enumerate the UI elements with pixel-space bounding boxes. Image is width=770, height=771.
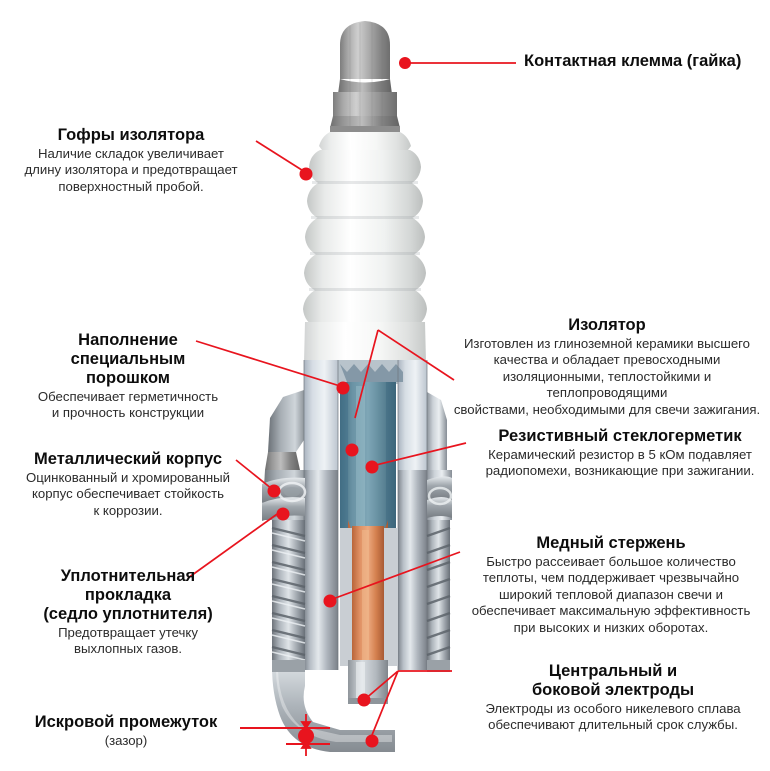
callout-ribs-body: Наличие складок увеличивает длину изолят… bbox=[24, 146, 238, 194]
callout-electrodes-title: Центральный и боковой электроды bbox=[531, 662, 695, 699]
callout-spark-gap: Искровой промежуток (зазор) bbox=[2, 713, 250, 749]
callout-metal-shell-body: Оцинкованный и хромированный корпус обес… bbox=[26, 470, 230, 518]
callout-copper-core-title: Медный стержень bbox=[536, 534, 686, 552]
insulator-ribs bbox=[303, 132, 427, 362]
callout-resistor-seal: Резистивный стеклогерметик Керамический … bbox=[470, 427, 770, 480]
callout-metal-shell-title: Металлический корпус bbox=[33, 450, 223, 468]
callout-electrodes-body: Электроды из особого никелевого сплава о… bbox=[485, 701, 741, 733]
callout-gasket-title: Уплотнительная прокладка (седло уплотнит… bbox=[43, 567, 213, 623]
callout-powder-title: Наполнение специальным порошком bbox=[70, 331, 186, 387]
callout-insulator-body: Изготовлен из глиноземной керамики высше… bbox=[453, 336, 761, 417]
callout-resistor-seal-body: Керамический резистор в 5 кОм подавляет … bbox=[485, 447, 755, 479]
callout-powder-body: Обеспечивает герметичность и прочность к… bbox=[37, 389, 219, 421]
copper-core bbox=[340, 520, 398, 666]
callout-copper-core-body: Быстро рассеивает большое количество теп… bbox=[471, 554, 751, 635]
callout-insulator-title: Изолятор bbox=[568, 316, 646, 334]
terminal-nut bbox=[330, 21, 400, 132]
callout-spark-gap-title: Искровой промежуток bbox=[34, 713, 218, 731]
callout-spark-gap-body: (зазор) bbox=[104, 733, 148, 748]
callout-metal-shell: Металлический корпус Оцинкованный и хром… bbox=[2, 450, 254, 519]
callout-ribs-title: Гофры изолятора bbox=[57, 126, 205, 144]
callout-gasket: Уплотнительная прокладка (седло уплотнит… bbox=[2, 567, 254, 658]
callout-resistor-seal-title: Резистивный стеклогерметик bbox=[498, 427, 742, 445]
callout-terminal: Контактная клемма (гайка) bbox=[524, 52, 770, 72]
callout-electrodes: Центральный и боковой электроды Электрод… bbox=[456, 662, 770, 734]
center-electrode bbox=[348, 660, 388, 704]
callout-copper-core: Медный стержень Быстро рассеивает большо… bbox=[452, 534, 770, 636]
callout-insulator: Изолятор Изготовлен из глиноземной керам… bbox=[446, 316, 768, 418]
callout-gasket-body: Предотвращает утечку выхлопных газов. bbox=[58, 625, 198, 657]
callout-powder: Наполнение специальным порошком Обеспечи… bbox=[2, 331, 254, 422]
callout-terminal-title: Контактная клемма (гайка) bbox=[524, 52, 742, 70]
callout-ribs: Гофры изолятора Наличие складок увеличив… bbox=[4, 126, 258, 195]
